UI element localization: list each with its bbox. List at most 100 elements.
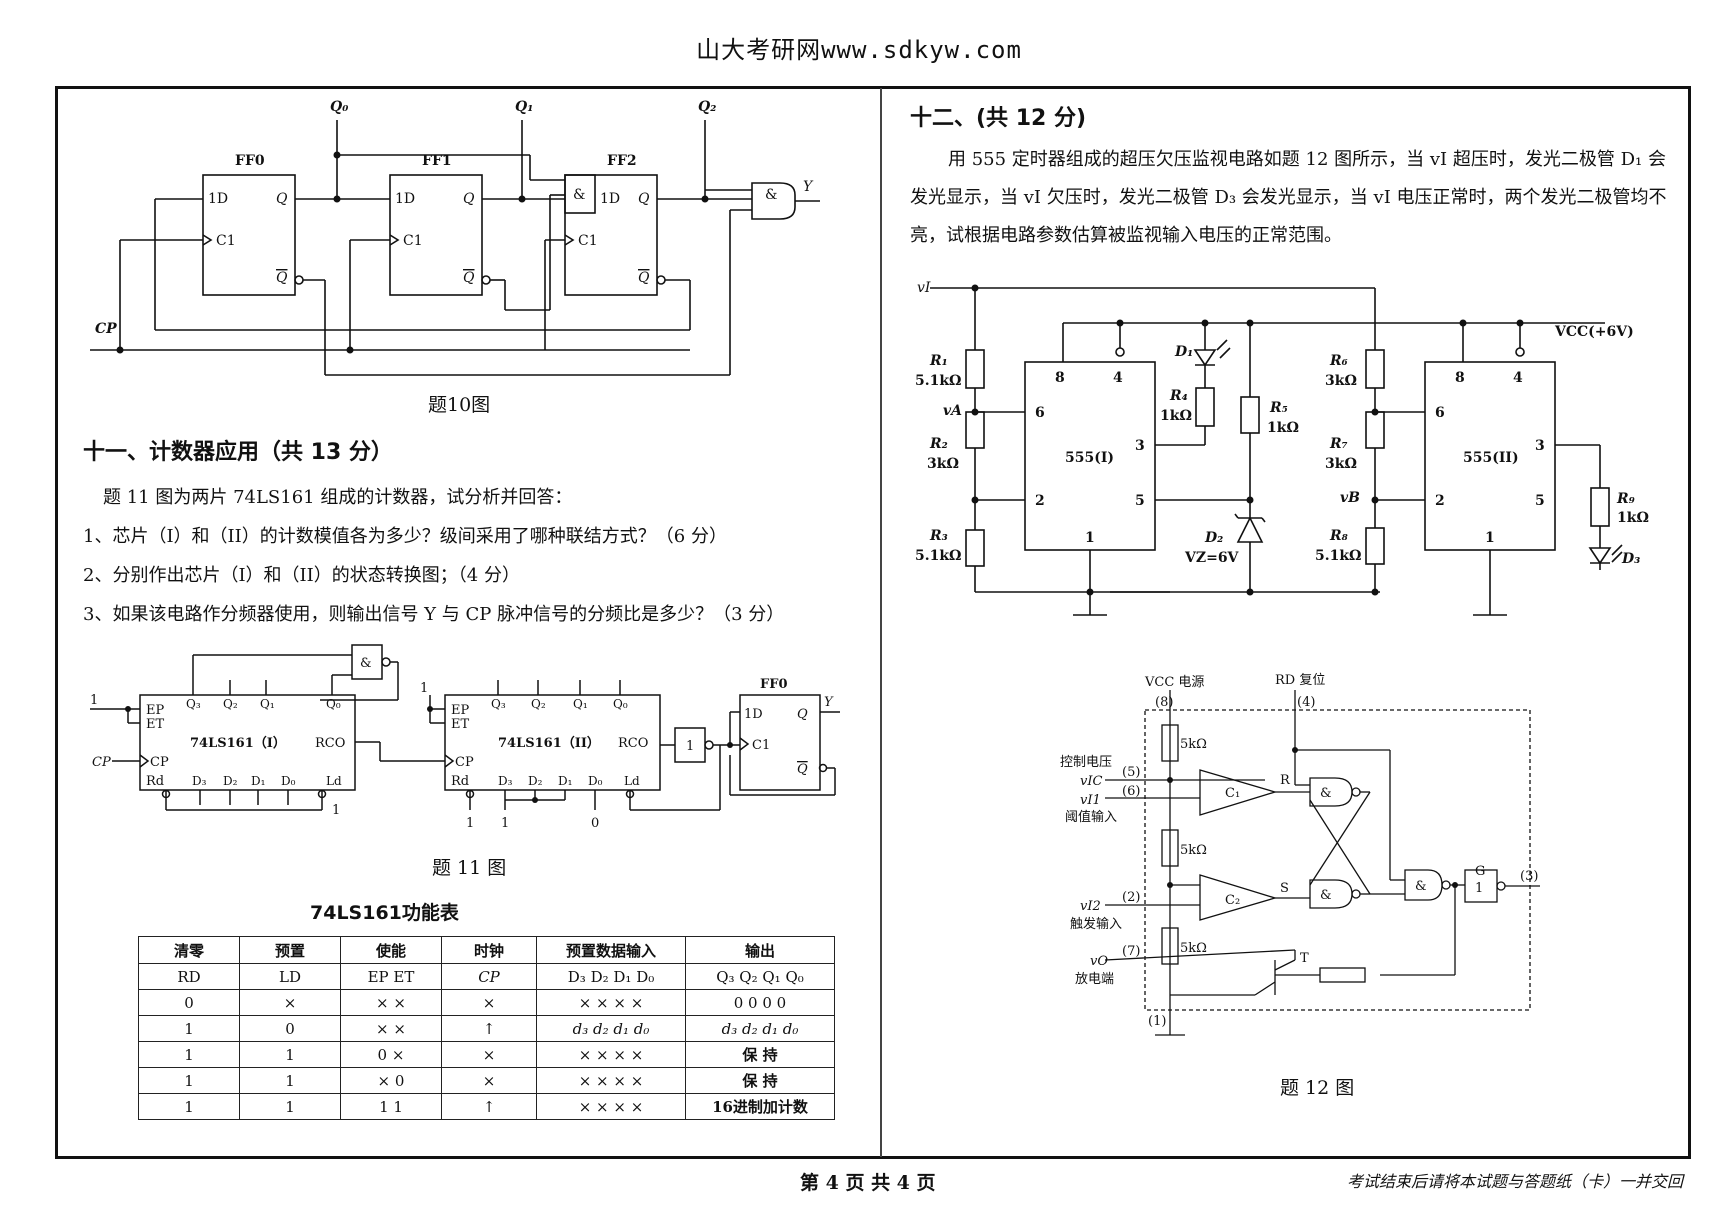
svg-text:5: 5 [1535,493,1545,509]
svg-text:RD 复位: RD 复位 [1275,673,1325,688]
fig10-caption: 题10图 [428,394,491,416]
svg-text:R: R [1280,773,1291,788]
svg-text:(8): (8) [1155,695,1173,710]
svg-text:D₃: D₃ [498,774,513,788]
section-12-paragraph: 用 555 定时器组成的超压欠压监视电路如题 12 图所示，当 vI 超压时，发… [910,149,1667,246]
svg-text:1: 1 [420,681,428,696]
svg-text:CP: CP [455,755,474,770]
svg-text:RCO: RCO [315,736,345,751]
svg-text:Y: Y [824,695,834,710]
svg-text:(6): (6) [1122,784,1140,799]
footer-note: 考试结束后请将本试题与答题纸（卡）一并交回 [1346,1172,1683,1191]
svg-text:FF0: FF0 [760,677,788,692]
page-header: 山大考研网www.sdkyw.com [696,36,1022,64]
svg-text:(5): (5) [1122,765,1140,780]
svg-text:vA: vA [943,403,962,419]
svg-text:vI: vI [917,280,931,296]
svg-text:(7): (7) [1122,944,1140,959]
svg-text:R₂: R₂ [929,436,948,452]
svg-text:R₄: R₄ [1169,388,1188,404]
svg-text:5.1kΩ: 5.1kΩ [1315,548,1362,564]
svg-text:D₀: D₀ [281,774,296,788]
svg-text:Rd: Rd [451,774,469,789]
svg-text:D₃: D₃ [1621,551,1640,567]
svg-text:D₂: D₂ [528,774,543,788]
svg-text:R₅: R₅ [1269,400,1288,416]
function-table-title: 74LS161功能表 [310,902,459,924]
svg-text:Q₃: Q₃ [491,697,506,711]
svg-text:(4): (4) [1297,695,1315,710]
svg-text:C1: C1 [403,233,423,249]
svg-text:(3): (3) [1520,869,1538,884]
svg-text:1: 1 [1085,530,1095,546]
svg-text:G: G [1475,864,1485,879]
svg-text:D₁: D₁ [1174,344,1193,360]
svg-text:1: 1 [1475,881,1483,896]
fig12-caption: 题 12 图 [1280,1077,1355,1099]
svg-text:3: 3 [1535,438,1545,454]
figure-12-555-internal: VCC 电源 (8) RD 复位 (4) 控制电压 vIC (5) vI1 (6… [1060,673,1540,1036]
chip-2-label: 74LS161（II） [498,735,600,751]
svg-text:ET: ET [451,717,469,732]
svg-text:(1): (1) [1148,1014,1166,1029]
svg-text:C₂: C₂ [1225,893,1240,908]
table-row: 0×× ××× × × ×0 0 0 0 [138,989,835,1016]
svg-text:&: & [360,656,372,671]
svg-text:D₂: D₂ [1204,530,1223,546]
svg-text:vO: vO [1090,954,1108,969]
svg-text:D₁: D₁ [251,774,265,788]
svg-text:R₆: R₆ [1329,353,1348,369]
page-number: 第 4 页 共 4 页 [800,1172,936,1194]
svg-text:1D: 1D [744,707,763,722]
svg-text:5kΩ: 5kΩ [1180,941,1207,956]
svg-text:3kΩ: 3kΩ [1325,373,1357,389]
fig10-q2-label: Q₂ [698,99,716,115]
svg-text:Q₂: Q₂ [531,697,546,711]
svg-text:VZ=6V: VZ=6V [1184,550,1240,566]
svg-text:Q₁: Q₁ [260,697,275,711]
svg-text:C1: C1 [578,233,598,249]
svg-text:R₃: R₃ [929,528,948,544]
svg-text:3: 3 [1135,438,1145,454]
svg-text:阈值输入: 阈值输入 [1065,809,1117,825]
fig10-ff1-label: FF1 [422,153,452,169]
exam-frame [55,86,1691,1159]
svg-text:Q: Q [797,762,808,777]
chip-555-2-label: 555(II) [1463,450,1519,466]
svg-text:1: 1 [1485,530,1495,546]
svg-text:EP: EP [451,703,469,718]
svg-text:触发输入: 触发输入 [1070,916,1122,932]
svg-text:Rd: Rd [146,774,164,789]
svg-text:0: 0 [591,816,599,831]
fig10-ff0-label: FF0 [235,153,265,169]
svg-text:4: 4 [1513,370,1523,386]
svg-text:Q₂: Q₂ [223,697,238,711]
fig11-caption: 题 11 图 [432,857,507,879]
svg-text:1kΩ: 1kΩ [1267,420,1299,436]
svg-text:2: 2 [1035,493,1045,509]
svg-text:Q₁: Q₁ [573,697,588,711]
svg-text:2: 2 [1435,493,1445,509]
section-11-intro: 题 11 图为两片 74LS161 组成的计数器，试分析并回答： [103,487,573,508]
fig10-q1-label: Q₁ [515,99,533,115]
svg-text:3kΩ: 3kΩ [1325,456,1357,472]
svg-text:控制电压: 控制电压 [1060,755,1112,770]
section-11-question-2: 2、分别作出芯片（I）和（II）的状态转换图；（4 分） [83,565,520,586]
svg-text:&: & [573,187,585,203]
svg-text:8: 8 [1455,370,1465,386]
svg-text:1D: 1D [395,191,415,207]
svg-text:4: 4 [1113,370,1123,386]
svg-text:1: 1 [332,803,340,818]
svg-text:Q₃: Q₃ [186,697,201,711]
svg-text:1: 1 [686,739,694,754]
svg-text:6: 6 [1435,405,1445,421]
svg-text:T: T [1300,951,1309,966]
svg-text:R₈: R₈ [1329,528,1348,544]
svg-text:ET: ET [146,717,164,732]
figure-10-circuit: Q₀ Q₁ Q₂ FF0 FF1 FF2 1D C1 Q Q 1D C1 Q Q… [90,99,820,376]
svg-text:D₁: D₁ [558,774,572,788]
svg-text:&: & [1320,786,1332,801]
svg-text:1kΩ: 1kΩ [1617,510,1649,526]
